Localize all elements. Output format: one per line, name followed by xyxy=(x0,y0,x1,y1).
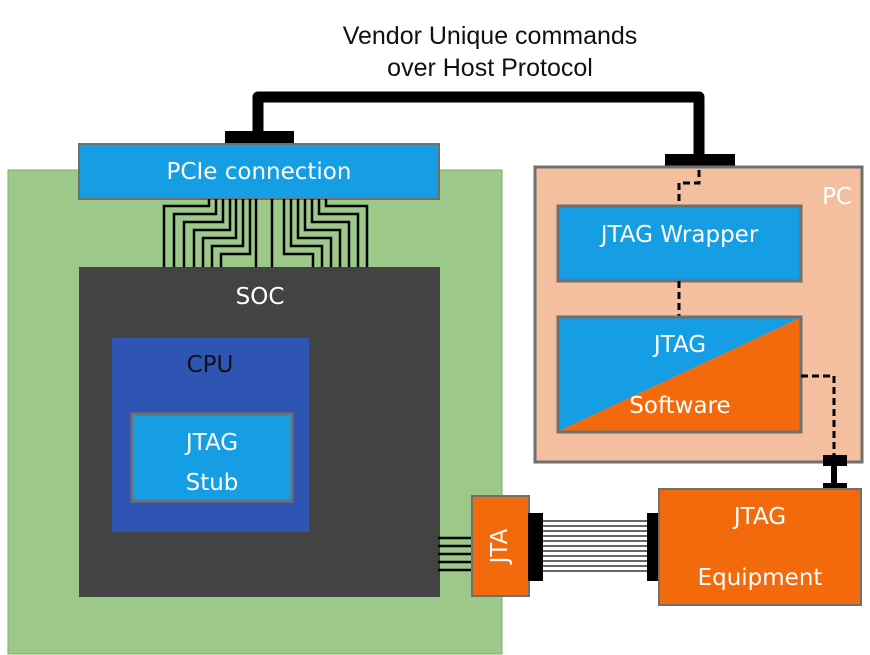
pcie-connection-bar xyxy=(78,143,440,200)
pc-label: PC xyxy=(822,184,852,210)
jtag-stub-label-line-2: Stub xyxy=(185,470,239,496)
ribbon-wires xyxy=(543,520,647,572)
jtag-wrapper-label: JTAG Wrapper xyxy=(600,222,759,248)
board-jtag-connector-label: JTA xyxy=(487,528,513,564)
host-protocol-cable xyxy=(252,91,705,158)
jtag-stub-label-line-1: JTAG xyxy=(185,430,239,456)
board-jtag-connector xyxy=(471,495,530,597)
pcie-traces xyxy=(162,199,369,268)
cpu-label: CPU xyxy=(186,352,234,378)
software-equipment-link xyxy=(801,374,836,458)
pc-plug-link xyxy=(677,170,701,206)
pcie-cable-plug xyxy=(225,131,294,146)
soc-label: SOC xyxy=(235,284,285,310)
jtag-wrapper-block xyxy=(556,204,803,283)
jtag-stub-block xyxy=(130,412,294,503)
jtag-equipment-block xyxy=(658,488,862,606)
jtag-equipment-label-line-2: Equipment xyxy=(697,565,823,591)
ribbon-end-right xyxy=(647,513,661,581)
jtag-equipment-label-line-1: JTAG xyxy=(733,504,787,530)
pc-cable-plug xyxy=(665,154,735,169)
jtag-software-label-line-1: JTAG xyxy=(653,332,707,358)
jtag-software-orange xyxy=(559,318,800,431)
pcie-connection-label: PCIe connection xyxy=(166,159,352,185)
title-line-1: Vendor Unique commands xyxy=(342,22,638,50)
jtag-software-label-line-2: Software xyxy=(629,393,731,419)
soc-jtag-traces xyxy=(438,536,474,572)
ribbon-end-left xyxy=(528,513,543,581)
title-line-2: over Host Protocol xyxy=(387,54,593,82)
pc-equipment-plug-top xyxy=(823,455,847,466)
